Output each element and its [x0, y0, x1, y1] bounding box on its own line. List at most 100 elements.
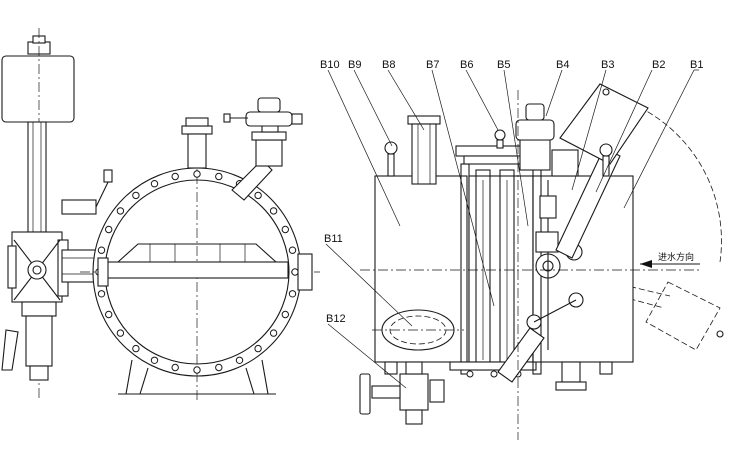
damper-bracket: [1, 329, 19, 371]
drain-valve-b12: [399, 373, 429, 411]
flange-bolt: [288, 246, 297, 254]
labels: B1 B2 B3 B4 B5 B6 B7 B8 B9 B10 B11 B12 进…: [320, 59, 703, 325]
b4-body: [551, 149, 579, 177]
handle-knob: [223, 113, 231, 123]
actuator-b5: [525, 103, 545, 121]
actuator-top: [515, 119, 555, 141]
leader-b5: [503, 69, 529, 227]
gauge-right: [599, 143, 613, 157]
leader-b2: [595, 69, 653, 193]
gauge-b6: [494, 129, 506, 141]
label-b5: B5: [497, 59, 510, 71]
b8-pipe: [411, 123, 437, 185]
leader-b1: [623, 69, 695, 209]
weight-b2: [559, 83, 649, 165]
flow-arrow-head: [640, 260, 652, 268]
damper-collar: [21, 301, 57, 317]
flange-bolt: [150, 356, 159, 364]
flange-bolt: [171, 363, 179, 372]
flange-bolt: [269, 207, 278, 215]
side-stub: [97, 257, 109, 287]
leader-b11: [325, 243, 413, 327]
foot-left: [125, 359, 149, 395]
gauge-stem: [387, 153, 395, 177]
left-view: [1, 28, 320, 400]
label-b1: B1: [690, 59, 703, 71]
flange-bolt: [281, 225, 289, 234]
bypass-flange: [251, 131, 287, 141]
bolt: [466, 370, 474, 378]
damper-end: [29, 365, 49, 381]
flow-direction-label: 进水方向: [658, 251, 694, 263]
leader-b8: [387, 69, 425, 131]
foot: [599, 361, 613, 375]
label-b10: B10: [320, 59, 340, 71]
leader-b12: [327, 323, 407, 389]
mech-box: [539, 195, 557, 219]
bottom-bar: [449, 361, 537, 371]
valve-disc: [105, 261, 289, 279]
flange-bolt: [254, 191, 262, 200]
label-b7: B7: [426, 59, 439, 71]
flange-bolt: [269, 329, 278, 337]
gauge-right-stem: [602, 155, 610, 177]
drain-stem: [371, 385, 401, 399]
bypass-valve: [255, 139, 283, 167]
label-b6: B6: [460, 59, 473, 71]
flange-bolt: [171, 172, 179, 181]
foot: [384, 361, 398, 375]
counterweight: [1, 55, 75, 123]
flange-bolt: [235, 356, 244, 364]
flange-bolt: [105, 310, 113, 319]
damper-lower: [497, 327, 545, 383]
top-bar-lower: [463, 155, 525, 165]
leader-b7: [431, 69, 495, 307]
flange-bolt: [288, 290, 297, 298]
actuator-b4: [519, 139, 551, 171]
label-b8: B8: [382, 59, 395, 71]
damper-cylinder: [25, 315, 53, 367]
bolt: [490, 370, 498, 378]
label-b11: B11: [324, 233, 343, 245]
weight-swung: [645, 281, 721, 351]
flange-bolts: [95, 170, 299, 374]
mech-box: [535, 231, 559, 253]
vent-pipe: [187, 133, 207, 169]
handwheel: [359, 373, 371, 415]
flange-bolt: [215, 172, 223, 181]
label-b4: B4: [556, 59, 569, 71]
bypass-pipe: [231, 159, 273, 201]
outlet-flange: [555, 381, 587, 391]
label-b3: B3: [601, 59, 614, 71]
top-bar: [455, 145, 531, 157]
leader-b3: [571, 69, 607, 191]
right-view: [359, 83, 724, 440]
foot-right: [245, 359, 269, 395]
outlet: [561, 361, 581, 383]
flange-bolt: [193, 366, 201, 374]
drain-bottom: [405, 409, 423, 425]
label-b2: B2: [652, 59, 665, 71]
limit-tip: [103, 169, 113, 183]
vent-flange: [181, 125, 213, 135]
flange-bolt: [105, 225, 113, 234]
leader-b4: [545, 69, 563, 117]
body-b7: [468, 175, 534, 363]
disc-rib: [117, 243, 277, 263]
limit-arm: [95, 177, 111, 208]
actuator-body: [245, 111, 293, 127]
hinge-plate: [7, 245, 17, 289]
flange-bolt: [254, 344, 262, 353]
side-stub-right: [297, 253, 313, 291]
flange-bolt: [150, 180, 159, 188]
b8-flange: [407, 115, 441, 125]
drain-outlet: [429, 379, 445, 403]
gauge-b6-stem: [496, 139, 504, 149]
flange-bolt: [132, 191, 140, 200]
link-rod: [533, 299, 577, 323]
flange-bolt: [116, 329, 125, 337]
flange-bolt: [215, 363, 223, 372]
leader-b6: [465, 69, 499, 131]
lever-arm: [27, 121, 47, 233]
